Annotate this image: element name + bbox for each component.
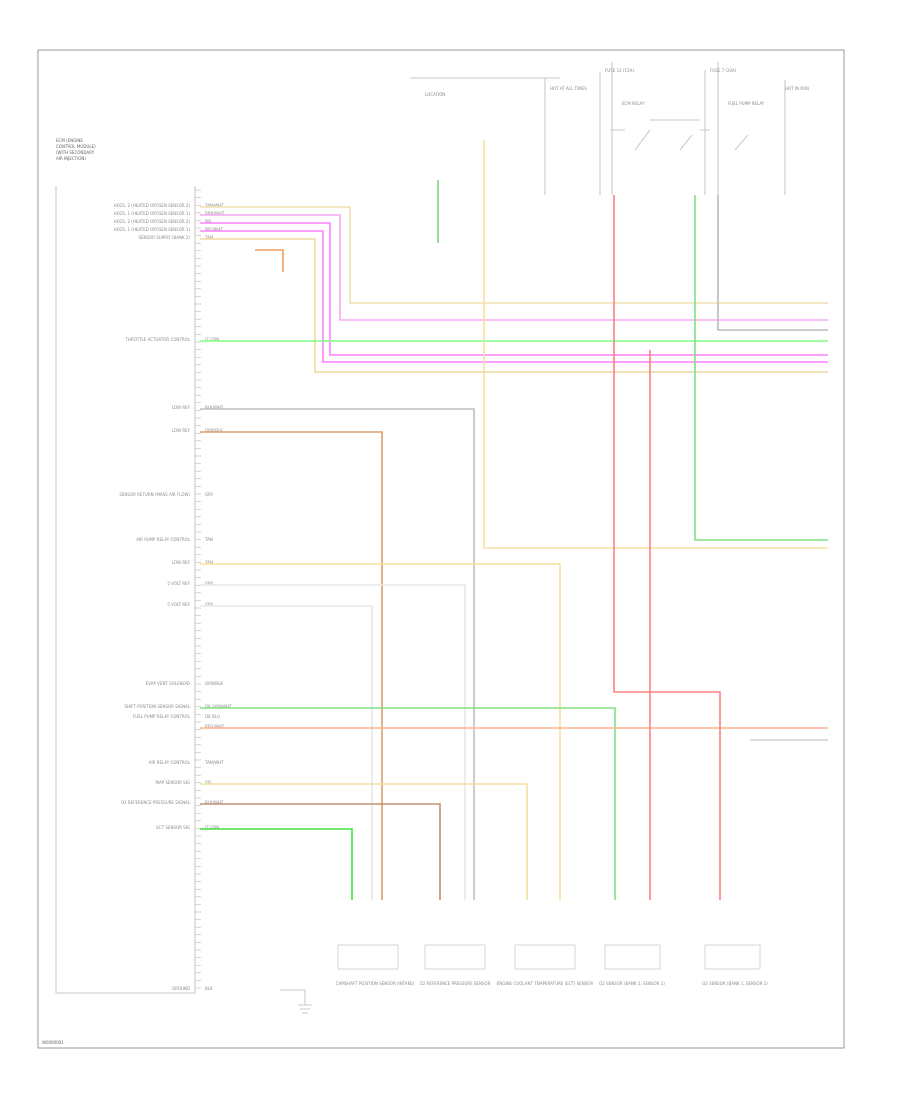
left-label: LOW REF [172, 560, 191, 565]
wire-tag: PPL/WHT [205, 227, 223, 232]
component-ect-sensor: ENGINE COOLANT TEMPERATURE (ECT) SENSOR [497, 981, 594, 986]
left-label: ECT SENSOR SIG [156, 825, 190, 830]
wire-tag: ORN/BLK [205, 428, 223, 433]
wire-trace [200, 230, 828, 363]
left-label: SHIFT POSITION SENSOR SIGNAL [124, 704, 190, 709]
top-label-fuel-pump-relay: FUEL PUMP RELAY [728, 101, 765, 106]
left-label: EVAP VENT SOLENOID [146, 681, 190, 686]
sensor-connector-o2-1 [604, 944, 661, 970]
wire-tag: BLK/WHT [205, 800, 224, 805]
wire-trace [694, 195, 828, 541]
wire-trace [200, 214, 828, 321]
ground-symbol [280, 989, 312, 1014]
wire-tag: GRY [205, 581, 214, 586]
wire-tag: TAN [204, 560, 213, 565]
wire-trace [200, 707, 616, 900]
wire-tag: TAN/WHT [204, 203, 224, 208]
left-label: GROUND [172, 986, 190, 991]
sensor-connectors [337, 944, 761, 970]
wire-tag: LT GRN [205, 825, 219, 830]
left-labels: HO2S, 2 (HEATED OXYGEN SENSOR 2) HO2S, 1… [114, 203, 191, 991]
left-label: FUEL PUMP RELAY CONTROL [133, 714, 191, 719]
sensor-connector-o2-2 [704, 944, 761, 970]
wire-trace [483, 140, 828, 549]
top-label-power: HOT AT ALL TIMES [550, 86, 587, 91]
wire-trace [717, 195, 828, 331]
wire-tag: DK BLU [205, 714, 220, 719]
wire-trace [200, 584, 466, 900]
sensor-connector-o2ref [424, 944, 486, 970]
top-label-ecm-relay: ECM RELAY [622, 101, 645, 106]
wire-tag: TAN [204, 537, 213, 542]
component-cmp-sensor: CAMSHAFT POSITION SENSOR (INTAKE) [336, 981, 415, 986]
wire-trace [200, 605, 373, 900]
left-label: O2 REFERENCE PRESSURE SIGNAL [121, 800, 191, 805]
wire-tag: BLK/WHT [205, 405, 224, 410]
bottom-components: CAMSHAFT POSITION SENSOR (INTAKE) O2 REF… [336, 981, 769, 986]
top-label-location: LOCATION [425, 92, 445, 97]
diagram-frame [37, 49, 845, 1049]
left-label: LOW REF [172, 428, 191, 433]
wire-color-tags: TAN/WHT BRN/WHT PPL PPL/WHT TAN LT GRN B… [204, 203, 232, 991]
component-o2-ref-sensor: O2 REFERENCE PRESSURE SENSOR [420, 981, 491, 986]
wire-tag: LT GRN [205, 337, 219, 342]
left-label: AIR RELAY CONTROL [149, 760, 191, 765]
module-bracket [55, 186, 195, 994]
module-title-line-2: CONTROL MODULE) [56, 144, 96, 149]
left-label: HO2S, 2 (HEATED OXYGEN SENSOR 2) [114, 219, 191, 224]
wire-tag: ORN/BLK [205, 681, 223, 686]
wire-tag: RED/WHT [205, 724, 225, 729]
module-title-line-1: ECM (ENGINE [56, 138, 83, 143]
left-label: 5 VOLT REF [167, 581, 190, 586]
left-label: THROTTLE ACTUATOR CONTROL [124, 337, 190, 342]
top-label-run: HOT IN RUN [785, 86, 809, 91]
left-label: HO2S, 1 (HEATED OXYGEN SENSOR 1) [114, 227, 191, 232]
component-o2-sensor-2: O2 SENSOR (BANK 1, SENSOR 2) [702, 981, 768, 986]
relay-switch-contacts [634, 119, 749, 151]
sensor-connector-ect [514, 944, 576, 970]
top-power-lines [410, 62, 786, 195]
connector-pins [195, 189, 201, 989]
wire-traces [200, 140, 828, 900]
wire-trace [200, 408, 475, 900]
wire-tag: BRN/WHT [205, 211, 225, 216]
left-label: SENSOR RETURN (MASS AIR FLOW) [119, 492, 190, 497]
left-label: LOW REF [172, 405, 191, 410]
left-label: 5 VOLT REF [167, 602, 190, 607]
component-o2-sensor-1: O2 SENSOR (BANK 1, SENSOR 1) [599, 981, 665, 986]
module-title-line-4: AIR INJECTION) [56, 156, 86, 161]
left-label: HO2S, 2 (HEATED OXYGEN SENSOR 2) [114, 203, 191, 208]
wire-trace [200, 206, 828, 304]
wire-trace [200, 803, 441, 900]
left-label: MAP SENSOR SIG [156, 780, 191, 785]
top-label-fuse-1: FUSE 12 (15A) [605, 68, 634, 73]
wire-tag: GRY [205, 492, 214, 497]
top-label-fuse-2: FUSE 7 (20A) [710, 68, 737, 73]
wire-trace [200, 828, 353, 900]
wire-tag: YEL [204, 780, 213, 785]
wire-tag: BLK [205, 986, 213, 991]
diagram-code: W0000001 [42, 1040, 64, 1045]
left-label: HO2S, 1 (HEATED OXYGEN SENSOR 1) [114, 211, 191, 216]
wire-trace [200, 783, 528, 900]
left-label: AIR PUMP RELAY CONTROL [136, 537, 191, 542]
wire-trace [200, 431, 383, 900]
wire-trace [200, 222, 828, 356]
sensor-connector-cmp [337, 944, 399, 970]
left-label: SENSOR SUPPLY (BANK 2) [138, 235, 190, 240]
wire-tag: TAN/WHT [204, 760, 224, 765]
wire-tag: TAN [204, 235, 213, 240]
wire-tag: DK GRN/WHT [205, 704, 232, 709]
wire-trace [613, 195, 721, 900]
wire-tag: GRY [205, 602, 214, 607]
wire-trace [255, 249, 284, 272]
wire-tag: PPL [205, 219, 213, 224]
module-title-line-3: (WITH SECONDARY [56, 150, 95, 155]
wire-trace [200, 563, 561, 900]
wire-trace [200, 238, 828, 373]
